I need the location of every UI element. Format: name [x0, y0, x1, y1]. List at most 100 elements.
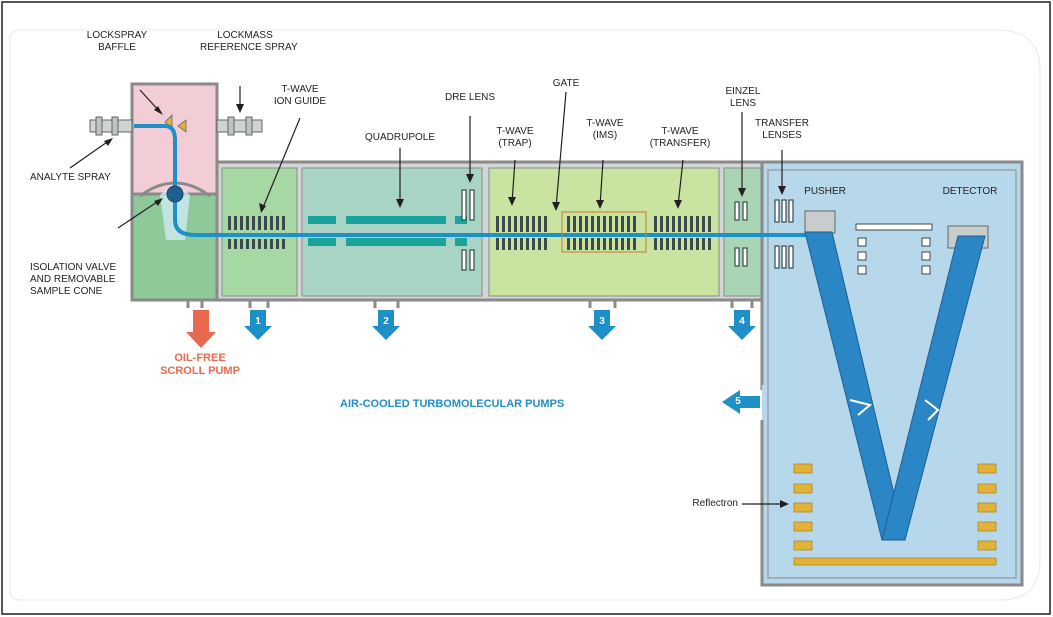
label-turbo-pumps: AIR-COOLED TURBOMOLECULAR PUMPS: [340, 398, 565, 410]
label-pusher: PUSHER: [804, 186, 846, 197]
label-twave-ion-guide: T-WAVE ION GUIDE: [273, 84, 327, 107]
ring-electrode: [603, 238, 606, 250]
ring-electrode: [538, 216, 541, 232]
ring-electrode: [609, 238, 612, 250]
pump-number-1: 1: [255, 316, 261, 327]
pusher-block: [804, 210, 836, 234]
ring-electrode: [544, 216, 547, 232]
label-lockmass-reference-spray: LOCKMASS REFERENCE SPRAY: [200, 30, 298, 53]
ring-electrode: [502, 238, 505, 250]
ring-electrode: [567, 216, 570, 232]
ring-electrode: [276, 216, 279, 230]
ring-electrode: [684, 216, 687, 232]
label-analyte-spray: ANALYTE SPRAY: [30, 172, 111, 183]
flight-tube-plate: [855, 223, 933, 231]
tof-side-plates: [857, 237, 931, 275]
ring-electrode: [258, 239, 261, 249]
ring-electrode: [621, 216, 624, 232]
label-twave-trap: T-WAVE (TRAP): [496, 126, 534, 149]
ring-electrode: [633, 238, 636, 250]
ring-electrode: [609, 216, 612, 232]
ring-electrode: [666, 216, 669, 232]
pump-number-4: 4: [739, 316, 745, 327]
ring-electrode: [258, 216, 261, 230]
lockmass-spray-nozzle: [216, 116, 263, 136]
ring-electrode: [270, 239, 273, 249]
ring-electrode: [573, 216, 576, 232]
ring-electrode: [532, 238, 535, 250]
ring-electrode: [252, 239, 255, 249]
pointer-heads: [104, 104, 789, 508]
ring-electrode: [573, 238, 576, 250]
ring-electrode: [603, 216, 606, 232]
quadrupole-region: [301, 167, 483, 297]
ring-electrode: [246, 216, 249, 230]
label-reflectron: Reflectron: [692, 498, 738, 509]
ring-electrode: [282, 239, 285, 249]
ring-electrode: [672, 238, 675, 250]
quadrupole-rods: [308, 216, 467, 246]
label-dre-lens: DRE LENS: [444, 92, 495, 103]
ring-electrode: [615, 238, 618, 250]
label-isolation-valve: ISOLATION VALVE AND REMOVABLE SAMPLE CON…: [30, 262, 117, 297]
ring-electrode: [696, 216, 699, 232]
ring-electrode: [264, 216, 267, 230]
ring-electrode: [597, 238, 600, 250]
label-twave-transfer: T-WAVE (TRANSFER): [649, 126, 711, 149]
path-glint-right: [924, 399, 940, 421]
label-twave-ims: T-WAVE (IMS): [586, 118, 624, 141]
ring-electrode: [276, 239, 279, 249]
ion-guide-region: [221, 167, 298, 297]
ring-electrode: [660, 216, 663, 232]
ring-electrode: [585, 216, 588, 232]
ring-electrode: [508, 238, 511, 250]
ring-electrode: [678, 216, 681, 232]
pump-ports: [186, 300, 754, 308]
path-glint-left: [849, 399, 873, 416]
label-lockspray-baffle: LOCKSPRAY BAFFLE: [86, 30, 148, 53]
ring-electrode: [234, 216, 237, 230]
ring-electrode: [672, 216, 675, 232]
label-quadrupole: QUADRUPOLE: [364, 132, 435, 143]
einzel-region: [723, 167, 763, 297]
ring-electrode: [538, 238, 541, 250]
ring-electrode: [514, 216, 517, 232]
label-transfer-lenses: TRANSFER LENSES: [755, 118, 809, 141]
ring-electrode: [532, 216, 535, 232]
ring-electrode: [702, 216, 705, 232]
dre-lens-plates: [461, 189, 475, 271]
ring-electrode: [585, 238, 588, 250]
ring-electrode: [526, 238, 529, 250]
ring-electrode: [702, 238, 705, 250]
ring-electrode: [654, 238, 657, 250]
label-gate: GATE: [552, 78, 580, 89]
pump-number-5: 5: [735, 396, 741, 407]
ring-electrode: [270, 216, 273, 230]
turbo-pump-arrows: [244, 310, 760, 414]
twave-plates: [496, 216, 711, 250]
ring-electrode: [567, 238, 570, 250]
ring-electrode: [264, 239, 267, 249]
pump-number-2: 2: [383, 316, 389, 327]
ring-electrode: [514, 238, 517, 250]
ring-electrode: [282, 216, 285, 230]
ring-electrode: [627, 216, 630, 232]
pointer-lines: [69, 86, 786, 505]
ring-electrode: [579, 238, 582, 250]
ring-electrode: [496, 238, 499, 250]
ring-electrode: [621, 238, 624, 250]
ring-electrode: [597, 216, 600, 232]
ring-electrode: [228, 216, 231, 230]
pump-number-3: 3: [599, 316, 605, 327]
ring-electrode: [520, 238, 523, 250]
ring-electrode: [627, 238, 630, 250]
ring-electrode: [690, 216, 693, 232]
ring-electrode: [708, 238, 711, 250]
ring-electrode: [508, 216, 511, 232]
ring-electrode: [654, 216, 657, 232]
ring-electrode: [520, 216, 523, 232]
label-detector: DETECTOR: [942, 186, 998, 197]
analyte-spray-nozzle: [89, 116, 133, 136]
